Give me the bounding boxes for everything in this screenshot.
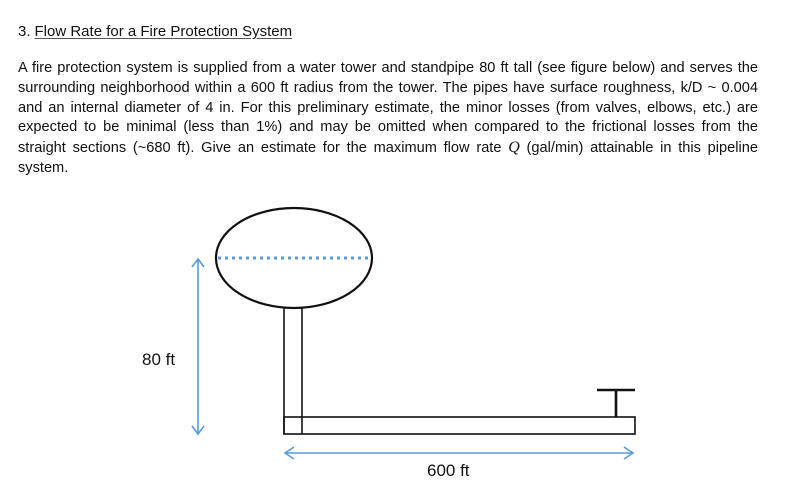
horizontal-pipe — [283, 416, 636, 435]
length-label: 600 ft — [427, 461, 470, 480]
flow-rate-symbol: Q — [508, 139, 520, 157]
height-dimension-arrow — [191, 257, 205, 436]
water-tank — [214, 206, 374, 310]
problem-heading: 3.Flow Rate for a Fire Protection System — [18, 22, 292, 42]
problem-text-part1: A fire protection system is supplied fro… — [18, 60, 758, 157]
height-label: 80 ft — [142, 350, 176, 369]
length-dimension-arrow — [283, 446, 635, 460]
problem-number: 3. — [18, 23, 31, 40]
problem-text-part2: (gal/min) attainable in this pipeline sy… — [18, 140, 758, 176]
problem-statement: A fire protection system is supplied fro… — [18, 59, 758, 179]
problem-title: Flow Rate for a Fire Protection System — [34, 23, 293, 40]
